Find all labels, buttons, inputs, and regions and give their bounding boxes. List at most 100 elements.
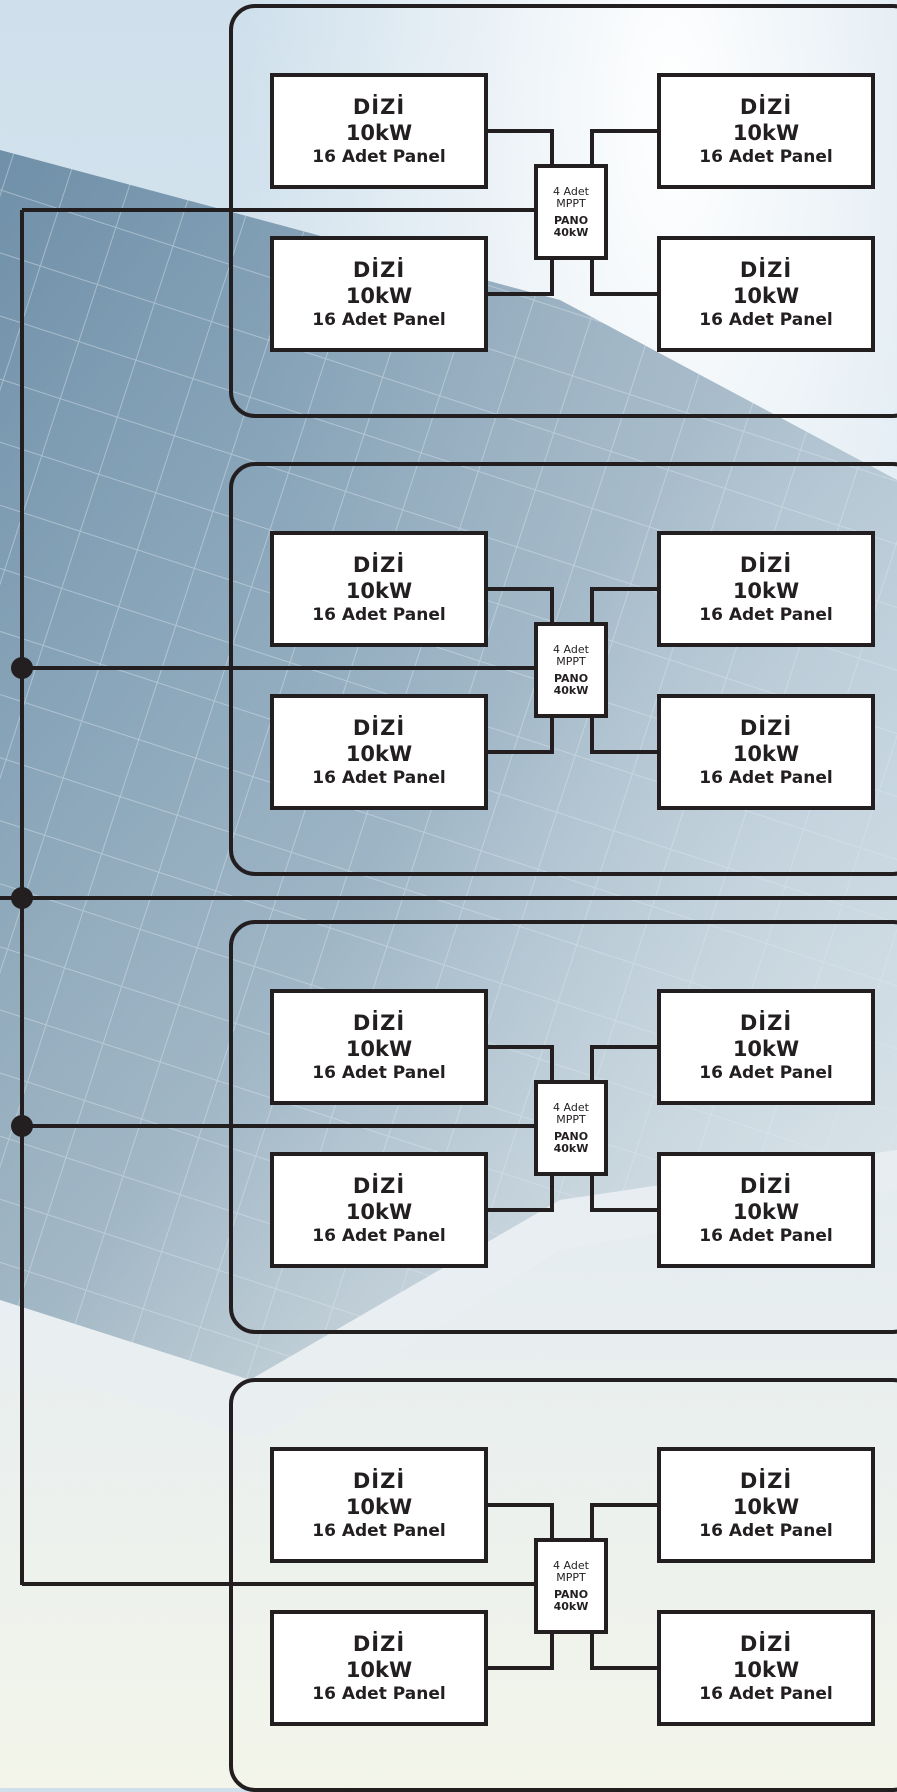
label-panels: 16 Adet Panel — [699, 1226, 833, 1246]
dizi-connector — [590, 587, 657, 622]
pv-group-2 — [229, 462, 897, 876]
label-panels: 16 Adet Panel — [312, 310, 446, 330]
label-panels: 16 Adet Panel — [312, 1226, 446, 1246]
label-power: 10kW — [345, 284, 413, 308]
label-title: DİZİ — [352, 1174, 406, 1198]
dizi-connector — [590, 129, 657, 164]
label-line3: PANO — [553, 1129, 589, 1143]
label-power: 10kW — [732, 579, 800, 603]
label-title: DİZİ — [352, 1632, 406, 1656]
label-power: 10kW — [732, 121, 800, 145]
label-panels: 16 Adet Panel — [699, 605, 833, 625]
dizi-connector — [590, 1045, 657, 1080]
label-panels: 16 Adet Panel — [699, 1063, 833, 1083]
dizi-connector — [488, 1503, 554, 1538]
label-panels: 16 Adet Panel — [312, 1521, 446, 1541]
label-title: DİZİ — [352, 716, 406, 740]
label-line4: 40kW — [553, 1599, 589, 1613]
label-power: 10kW — [732, 1200, 800, 1224]
label-line1: 4 Adet — [553, 1558, 589, 1572]
dizi-connector — [590, 1176, 657, 1212]
label-line3: PANO — [553, 213, 589, 227]
label-line4: 40kW — [553, 683, 589, 697]
label-line2: MPPT — [556, 196, 586, 210]
label-title: DİZİ — [739, 716, 793, 740]
label-power: 10kW — [732, 1658, 800, 1682]
label-power: 10kW — [345, 742, 413, 766]
label-panels: 16 Adet Panel — [699, 310, 833, 330]
label-title: DİZİ — [739, 1469, 793, 1493]
pv-group-3 — [229, 920, 897, 1334]
label-title: DİZİ — [739, 1632, 793, 1656]
label-title: DİZİ — [352, 95, 406, 119]
dizi-connector — [488, 260, 554, 296]
label-power: 10kW — [345, 121, 413, 145]
dizi-connector — [488, 587, 554, 622]
label-title: DİZİ — [352, 553, 406, 577]
label-line1: 4 Adet — [553, 642, 589, 656]
label-line2: MPPT — [556, 1112, 586, 1126]
dizi-connector — [488, 1634, 554, 1670]
label-title: DİZİ — [739, 258, 793, 282]
dizi-connector — [590, 1503, 657, 1538]
dizi-connector — [488, 1176, 554, 1212]
label-line1: 4 Adet — [553, 1100, 589, 1114]
dizi-connector — [590, 718, 657, 754]
label-panels: 16 Adet Panel — [312, 605, 446, 625]
label-panels: 16 Adet Panel — [699, 1521, 833, 1541]
label-title: DİZİ — [352, 1011, 406, 1035]
label-line1: 4 Adet — [553, 184, 589, 198]
label-power: 10kW — [345, 1658, 413, 1682]
label-power: 10kW — [345, 1495, 413, 1519]
label-line4: 40kW — [553, 1141, 589, 1155]
label-panels: 16 Adet Panel — [312, 1684, 446, 1704]
label-power: 10kW — [345, 579, 413, 603]
label-panels: 16 Adet Panel — [312, 147, 446, 167]
label-title: DİZİ — [739, 1174, 793, 1198]
label-title: DİZİ — [352, 258, 406, 282]
label-power: 10kW — [345, 1200, 413, 1224]
pv-group-1 — [229, 4, 897, 418]
label-line2: MPPT — [556, 1570, 586, 1584]
junction-dot — [11, 887, 33, 909]
label-title: DİZİ — [739, 95, 793, 119]
label-power: 10kW — [732, 1495, 800, 1519]
dizi-connector — [488, 1045, 554, 1080]
label-line2: MPPT — [556, 654, 586, 668]
label-panels: 16 Adet Panel — [699, 768, 833, 788]
label-power: 10kW — [732, 1037, 800, 1061]
dizi-connector — [488, 718, 554, 754]
dizi-connector — [590, 260, 657, 296]
label-line3: PANO — [553, 671, 589, 685]
dizi-connector — [590, 1634, 657, 1670]
label-power: 10kW — [732, 284, 800, 308]
label-panels: 16 Adet Panel — [312, 1063, 446, 1083]
label-title: DİZİ — [739, 553, 793, 577]
label-power: 10kW — [345, 1037, 413, 1061]
label-panels: 16 Adet Panel — [699, 147, 833, 167]
label-title: DİZİ — [739, 1011, 793, 1035]
label-title: DİZİ — [352, 1469, 406, 1493]
label-line4: 40kW — [553, 225, 589, 239]
label-power: 10kW — [732, 742, 800, 766]
